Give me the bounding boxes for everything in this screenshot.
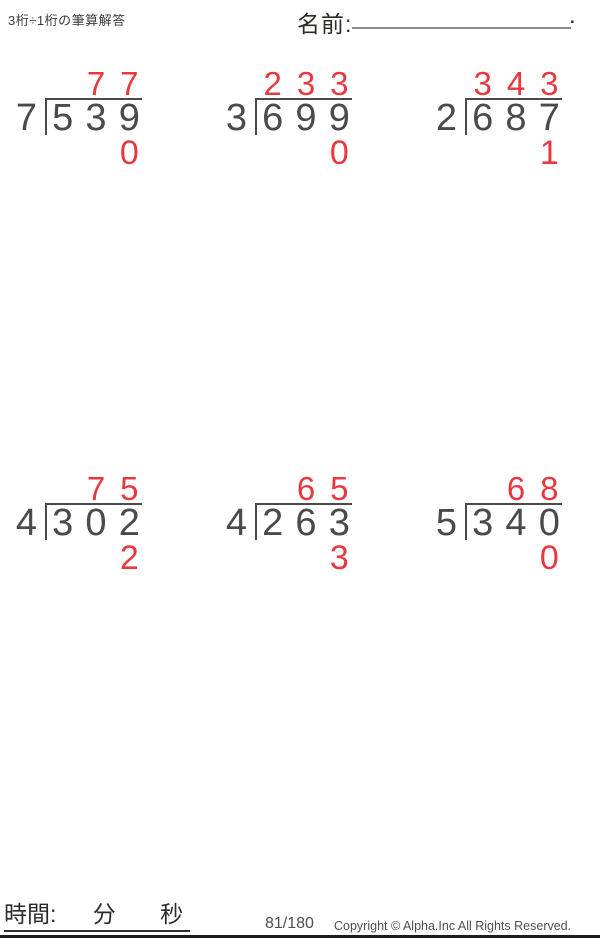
division-bracket-vertical-line xyxy=(465,503,467,540)
divisor-digit: 2 xyxy=(435,97,458,139)
quotient-digit: 6 xyxy=(506,470,526,507)
dividend-digit: 3 xyxy=(85,97,107,139)
page-bottom-edge xyxy=(0,935,600,938)
page-title: 3桁÷1桁の筆算解答 xyxy=(8,13,126,28)
remainder-row: 0 xyxy=(466,539,566,577)
dividend-digit: 3 xyxy=(52,502,74,544)
divisor-digit: 4 xyxy=(225,502,248,544)
time-field: 時間: 分 秒 xyxy=(4,901,190,932)
dividend-digit: 0 xyxy=(538,502,560,544)
divisor-digit: 5 xyxy=(435,502,458,544)
dividend-row: 5 3 9 xyxy=(46,97,146,139)
remainder-digit: 3 xyxy=(329,539,349,577)
division-bracket-horizontal-line xyxy=(465,503,562,505)
dividend-digit: 2 xyxy=(262,502,284,544)
quotient-row: 2 3 3 xyxy=(256,65,356,102)
division-problem-1: 7 7 7 5 3 9 0 xyxy=(13,65,146,172)
division-bracket-horizontal-line xyxy=(255,503,352,505)
dividend-digit: 3 xyxy=(472,502,494,544)
dividend-row: 3 4 0 xyxy=(466,502,566,544)
quotient-digit: 7 xyxy=(120,65,139,102)
quotient-digit: 3 xyxy=(330,65,349,102)
quotient-row: 7 5 xyxy=(46,470,146,507)
remainder-digit: 2 xyxy=(119,539,139,577)
division-bracket-horizontal-line xyxy=(465,98,562,100)
dividend-row: 3 0 2 xyxy=(46,502,146,544)
quotient-digit xyxy=(256,475,289,503)
dividend-digit: 7 xyxy=(538,97,560,139)
dividend-row: 6 8 7 xyxy=(466,97,566,139)
remainder-row: 0 xyxy=(256,134,356,172)
dividend-digit: 2 xyxy=(118,502,140,544)
quotient-row: 6 8 xyxy=(466,470,566,507)
quotient-digit: 3 xyxy=(473,65,492,102)
division-bracket-horizontal-line xyxy=(45,503,142,505)
dividend-digit: 6 xyxy=(295,502,317,544)
division-bracket-vertical-line xyxy=(465,98,467,135)
remainder-digit: 0 xyxy=(329,134,349,172)
quotient-row: 7 7 xyxy=(46,65,146,102)
name-label: 名前: xyxy=(297,11,353,37)
quotient-digit xyxy=(466,475,499,503)
remainder-digit: 1 xyxy=(539,134,559,172)
remainder-digit: 0 xyxy=(539,539,559,577)
divisor-digit: 7 xyxy=(15,97,38,139)
minutes-label: 分 xyxy=(92,901,116,927)
division-problem-6: 6 8 5 3 4 0 0 xyxy=(433,470,566,577)
dividend-row: 6 9 9 xyxy=(256,97,356,139)
quotient-row: 6 5 xyxy=(256,470,356,507)
dividend-digit: 4 xyxy=(505,502,527,544)
quotient-digit xyxy=(46,70,79,98)
dividend-digit: 6 xyxy=(262,97,284,139)
division-bracket-vertical-line xyxy=(255,98,257,135)
division-bracket-vertical-line xyxy=(45,98,47,135)
page-number: 81/180 xyxy=(265,915,314,932)
division-problem-4: 7 5 4 3 0 2 2 xyxy=(13,470,146,577)
quotient-digit: 3 xyxy=(296,65,316,102)
division-problem-2: 2 3 3 3 6 9 9 0 xyxy=(223,65,356,172)
division-problem-5: 6 5 4 2 6 3 3 xyxy=(223,470,356,577)
dividend-digit: 9 xyxy=(328,97,350,139)
remainder-row: 1 xyxy=(466,134,566,172)
dividend-digit: 6 xyxy=(472,97,494,139)
quotient-digit: 7 xyxy=(86,470,106,507)
division-bracket-horizontal-line xyxy=(255,98,352,100)
remainder-row: 3 xyxy=(256,539,356,577)
name-line-period: . xyxy=(570,8,575,27)
quotient-digit xyxy=(46,475,79,503)
quotient-digit: 7 xyxy=(86,65,106,102)
dividend-digit: 9 xyxy=(118,97,140,139)
quotient-digit: 5 xyxy=(330,470,349,507)
division-problem-3: 3 4 3 2 6 8 7 1 xyxy=(433,65,566,172)
time-label: 時間: xyxy=(4,901,57,927)
name-blank-line xyxy=(352,27,571,29)
divisor-digit: 3 xyxy=(225,97,248,139)
dividend-row: 2 6 3 xyxy=(256,502,356,544)
quotient-digit: 3 xyxy=(540,65,559,102)
quotient-digit: 2 xyxy=(263,65,282,102)
remainder-row: 2 xyxy=(46,539,146,577)
dividend-digit: 5 xyxy=(52,97,74,139)
remainder-row: 0 xyxy=(46,134,146,172)
seconds-label: 秒 xyxy=(160,901,184,927)
division-bracket-vertical-line xyxy=(45,503,47,540)
quotient-digit: 8 xyxy=(540,470,559,507)
quotient-digit: 5 xyxy=(120,470,139,507)
division-bracket-horizontal-line xyxy=(45,98,142,100)
dividend-digit: 8 xyxy=(505,97,527,139)
dividend-digit: 3 xyxy=(328,502,350,544)
copyright-notice: Copyright © Alpha.Inc All Rights Reserve… xyxy=(334,919,572,933)
quotient-digit: 4 xyxy=(506,65,526,102)
remainder-digit: 0 xyxy=(119,134,139,172)
divisor-digit: 4 xyxy=(15,502,38,544)
quotient-digit: 6 xyxy=(296,470,316,507)
dividend-digit: 0 xyxy=(85,502,107,544)
division-bracket-vertical-line xyxy=(255,503,257,540)
dividend-digit: 9 xyxy=(295,97,317,139)
quotient-row: 3 4 3 xyxy=(466,65,566,102)
